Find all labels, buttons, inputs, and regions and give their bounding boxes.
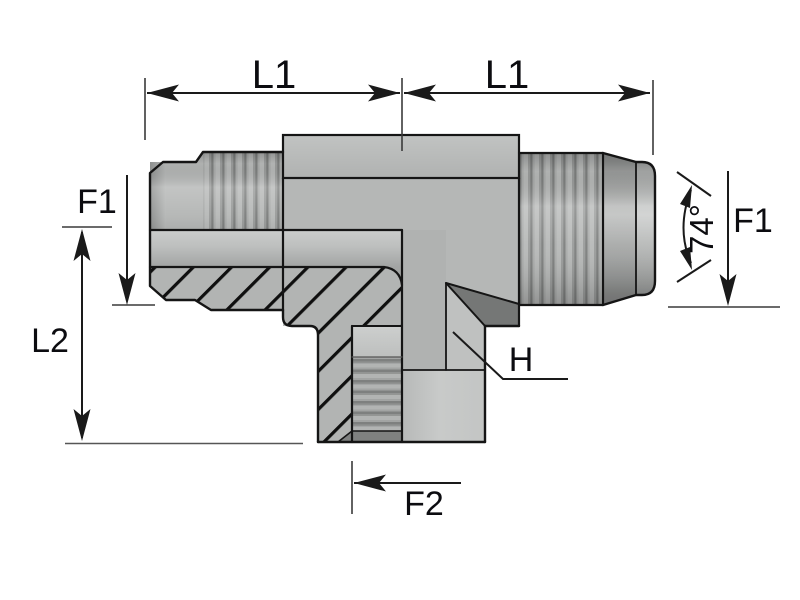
run-bore bbox=[150, 230, 402, 285]
h-leader-line bbox=[452, 331, 568, 380]
dim-label-l1-left: L1 bbox=[252, 53, 297, 97]
dimension-l1-left: L1 bbox=[147, 53, 400, 102]
hex-to-branch-step bbox=[281, 308, 320, 444]
branch-counterbore bbox=[352, 326, 402, 357]
arrowhead-right-icon bbox=[618, 84, 650, 102]
arrowhead-up-icon bbox=[73, 229, 91, 261]
branch-bore-smooth bbox=[402, 370, 485, 442]
branch-bore-farwall bbox=[402, 230, 446, 370]
branch-chamfer-face bbox=[446, 283, 485, 370]
dimension-seat-angle: 74° bbox=[676, 171, 720, 283]
dimension-l2: L2 bbox=[31, 229, 91, 441]
dimension-f2: F2 bbox=[354, 474, 461, 523]
arrowhead-left-icon bbox=[147, 84, 179, 102]
dimension-h: H bbox=[452, 331, 568, 380]
dimension-l1-right: L1 bbox=[404, 53, 650, 102]
arrowhead-down-icon bbox=[118, 273, 136, 305]
chamfer-shadow-edges bbox=[445, 282, 520, 327]
countersink-edge bbox=[337, 430, 403, 443]
branch-internal-thread bbox=[352, 357, 402, 431]
dim-label-f2: F2 bbox=[404, 485, 444, 523]
right-cone-outline bbox=[601, 151, 657, 307]
dim-label-seat-angle: 74° bbox=[683, 204, 720, 254]
dim-label-l1-right: L1 bbox=[485, 53, 530, 97]
arrowhead-right-icon bbox=[368, 84, 400, 102]
dimensions: L1 L1 F1 L2 F1 bbox=[31, 53, 780, 523]
arrowhead-arc-top-icon bbox=[680, 185, 692, 208]
arrowhead-down-icon bbox=[719, 274, 737, 306]
dim-label-h: H bbox=[509, 341, 534, 379]
dimension-f1-left: F1 bbox=[77, 175, 136, 305]
body-outlines bbox=[148, 150, 657, 444]
angle-tick-lower bbox=[676, 259, 712, 283]
branch-countersink bbox=[338, 431, 402, 442]
extension-lines bbox=[62, 78, 780, 514]
left-cylinder-shading bbox=[150, 152, 283, 230]
branch-chamfer-shadow bbox=[446, 283, 519, 326]
angle-tick-upper bbox=[676, 171, 712, 197]
section-hatch bbox=[150, 267, 402, 442]
arrowhead-left-icon bbox=[404, 84, 436, 102]
dim-label-l2: L2 bbox=[31, 322, 69, 360]
arrowhead-arc-bottom-icon bbox=[680, 247, 692, 270]
right-cylinder-shading-b bbox=[603, 153, 655, 305]
dim-label-f1-right: F1 bbox=[733, 202, 773, 240]
right-thread-edges bbox=[517, 151, 605, 307]
right-cylinder-shading-a bbox=[519, 153, 603, 305]
top-hex-cap bbox=[281, 133, 521, 180]
dim-label-f1-left: F1 bbox=[77, 183, 117, 221]
arrowhead-down-icon bbox=[73, 409, 91, 441]
fitting-body bbox=[148, 133, 657, 444]
arrowhead-left-icon bbox=[354, 474, 386, 492]
dimension-f1-right: F1 bbox=[719, 171, 773, 306]
run-bore-bottom-edge bbox=[148, 265, 404, 287]
